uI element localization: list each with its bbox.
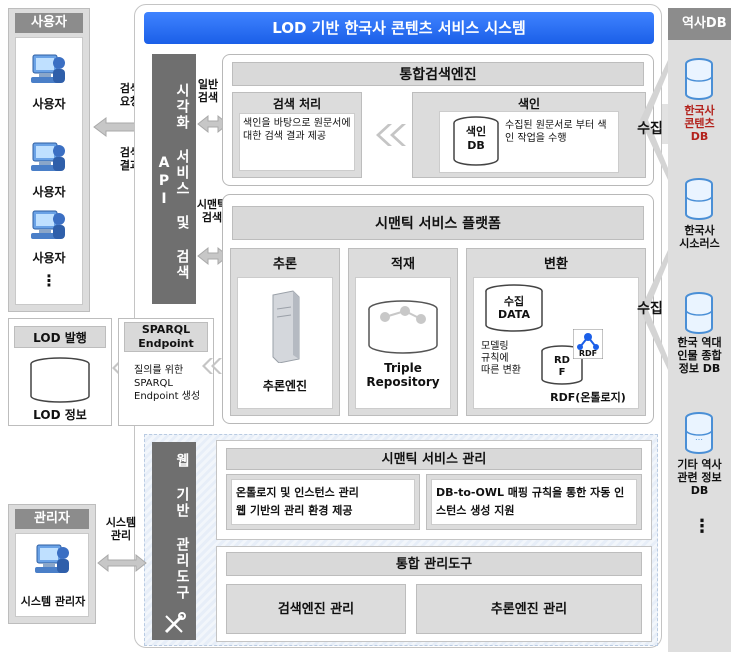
lod-publish-title: LOD 발행 xyxy=(14,326,106,348)
users-more: ⋮ xyxy=(41,271,57,290)
transform-box: 변환 수집 DATA 모델링 규칙에 따른 변환 RD F RDF RDF(온톨… xyxy=(466,248,646,416)
user-computer-icon xyxy=(31,142,65,171)
semantic-platform-title: 시맨틱 서비스 플랫폼 xyxy=(232,206,644,240)
index-title: 색인 xyxy=(517,97,541,111)
rdf-logo-text: RDF xyxy=(578,349,598,358)
reasoning-engine-label: 추론엔진 xyxy=(262,379,308,393)
rdf-ontology-label: RDF(온톨로지) xyxy=(550,391,626,404)
triple-repository-icon xyxy=(368,300,438,354)
history-db-item-2: 한국사 시소러스 xyxy=(679,224,720,250)
sparql-desc: 질의를 위한 SPARQL Endpoint 생성 xyxy=(134,365,201,402)
admin-panel-body xyxy=(15,533,89,617)
user-item-2: 사용자 xyxy=(19,137,79,207)
collect-chevron-icon xyxy=(640,250,668,370)
collect-data-label: 수집 DATA xyxy=(498,295,530,321)
label-semantic-search: 시맨틱 검색 xyxy=(196,198,228,224)
semantic-mgmt-title: 시맨틱 서비스 관리 xyxy=(226,448,642,470)
semantic-mgmt-left: 온톨로지 및 인스턴스 관리 웹 기반의 관리 환경 제공 xyxy=(226,474,420,530)
admin-panel-title: 관리자 xyxy=(15,509,89,529)
semantic-mgmt-left-text: 온톨로지 및 인스턴스 관리 웹 기반의 관리 환경 제공 xyxy=(231,479,415,525)
collect-label-1: 수집 xyxy=(637,121,663,137)
triple-repository-label: Triple Repository xyxy=(366,361,440,389)
svg-text:…: … xyxy=(695,433,703,442)
api-column xyxy=(152,54,196,304)
history-db-item-4: 기타 역사 관련 정보 DB xyxy=(677,458,722,497)
admin-panel: 관리자 시스템 관리자 xyxy=(8,504,96,624)
search-processing-desc: 색인을 바탕으로 원문서에 대한 검색 결과 제공 xyxy=(239,113,355,171)
reasoning-title: 추론 xyxy=(273,257,297,272)
user-label-1: 사용자 xyxy=(32,97,66,111)
search-processing-box: 검색 처리 색인을 바탕으로 원문서에 대한 검색 결과 제공 xyxy=(232,92,362,178)
collect-chevron-icon xyxy=(640,60,668,180)
label-system-manage: 시스템 관리 xyxy=(105,516,137,542)
rdf-logo-icon xyxy=(573,329,603,359)
database-icon xyxy=(685,58,713,100)
user-computer-icon xyxy=(31,54,65,83)
search-engine-mgmt: 검색엔진 관리 xyxy=(226,584,406,634)
index-desc: 수집된 원문서로 부터 색인 작업을 수행 xyxy=(505,120,607,144)
collect-data-icon xyxy=(485,284,543,332)
sparql-title: SPARQL Endpoint xyxy=(124,322,208,352)
api-column-label: 시각화 서비스 및 검색 API xyxy=(156,83,190,281)
server-icon xyxy=(272,290,300,363)
history-db-title: 역사DB xyxy=(668,8,731,40)
user-label-3: 사용자 xyxy=(32,251,66,265)
web-mgmt-column-label: 웹 기반 관리도구 xyxy=(174,453,190,601)
reasoning-engine-mgmt: 추론엔진 관리 xyxy=(416,584,642,634)
tools-icon xyxy=(164,612,186,634)
admin-label: 시스템 관리자 xyxy=(20,595,86,608)
double-chevron-left-icon xyxy=(376,124,406,146)
history-db-item-1: 한국사 콘텐츠 DB xyxy=(684,104,715,143)
index-db-label: 색인 DB xyxy=(465,125,487,152)
arrow-admin-mgmt xyxy=(97,553,147,573)
integrated-tool-title: 통합 관리도구 xyxy=(226,552,642,576)
label-general-search: 일반 검색 xyxy=(197,78,219,104)
rdf-db-icon xyxy=(541,345,583,385)
lod-info-db-icon xyxy=(30,357,90,403)
transform-title: 변환 xyxy=(544,257,568,272)
user-item-3: 사용자 xyxy=(19,205,79,275)
loading-title: 적재 xyxy=(391,257,415,272)
user-label-2: 사용자 xyxy=(32,185,66,199)
user-computer-icon xyxy=(31,210,65,239)
loading-box: 적재 Triple Repository xyxy=(348,248,458,416)
index-db-icon xyxy=(453,116,499,166)
database-icon: … xyxy=(685,412,713,454)
users-panel-title: 사용자 xyxy=(15,13,83,33)
database-icon xyxy=(685,292,713,334)
admin-computer-icon xyxy=(35,544,69,573)
search-engine-title: 통합검색엔진 xyxy=(232,62,644,86)
collect-arrow-top xyxy=(662,104,670,144)
semantic-mgmt-right-text: DB-to-OWL 매핑 규칙을 통한 자동 인스턴스 생성 지원 xyxy=(431,479,637,525)
history-db-more: ⋮ xyxy=(693,516,711,537)
reasoning-box: 추론 추론엔진 xyxy=(230,248,340,416)
double-chevron-left-icon xyxy=(202,358,222,374)
database-icon xyxy=(685,178,713,220)
system-title: LOD 기반 한국사 콘텐츠 서비스 시스템 xyxy=(144,12,654,44)
lod-info-label: LOD 정보 xyxy=(33,408,87,422)
history-db-item-3: 한국 역대 인물 종합 정보 DB xyxy=(677,336,722,375)
collect-label-2: 수집 xyxy=(637,301,663,317)
users-panel: 사용자 사용자 사용자 xyxy=(8,8,90,312)
web-mgmt-column xyxy=(152,442,196,640)
index-box: 색인 색인 DB 수집된 원문서로 부터 색인 작업을 수행 xyxy=(412,92,646,178)
search-processing-title: 검색 처리 xyxy=(272,97,322,111)
semantic-mgmt-right: DB-to-OWL 매핑 규칙을 통한 자동 인스턴스 생성 지원 xyxy=(426,474,642,530)
transform-rule-label: 모델링 규칙에 따른 변환 xyxy=(481,341,521,376)
user-item-1: 사용자 xyxy=(19,49,79,119)
rdf-db-label: RD F xyxy=(553,355,570,378)
